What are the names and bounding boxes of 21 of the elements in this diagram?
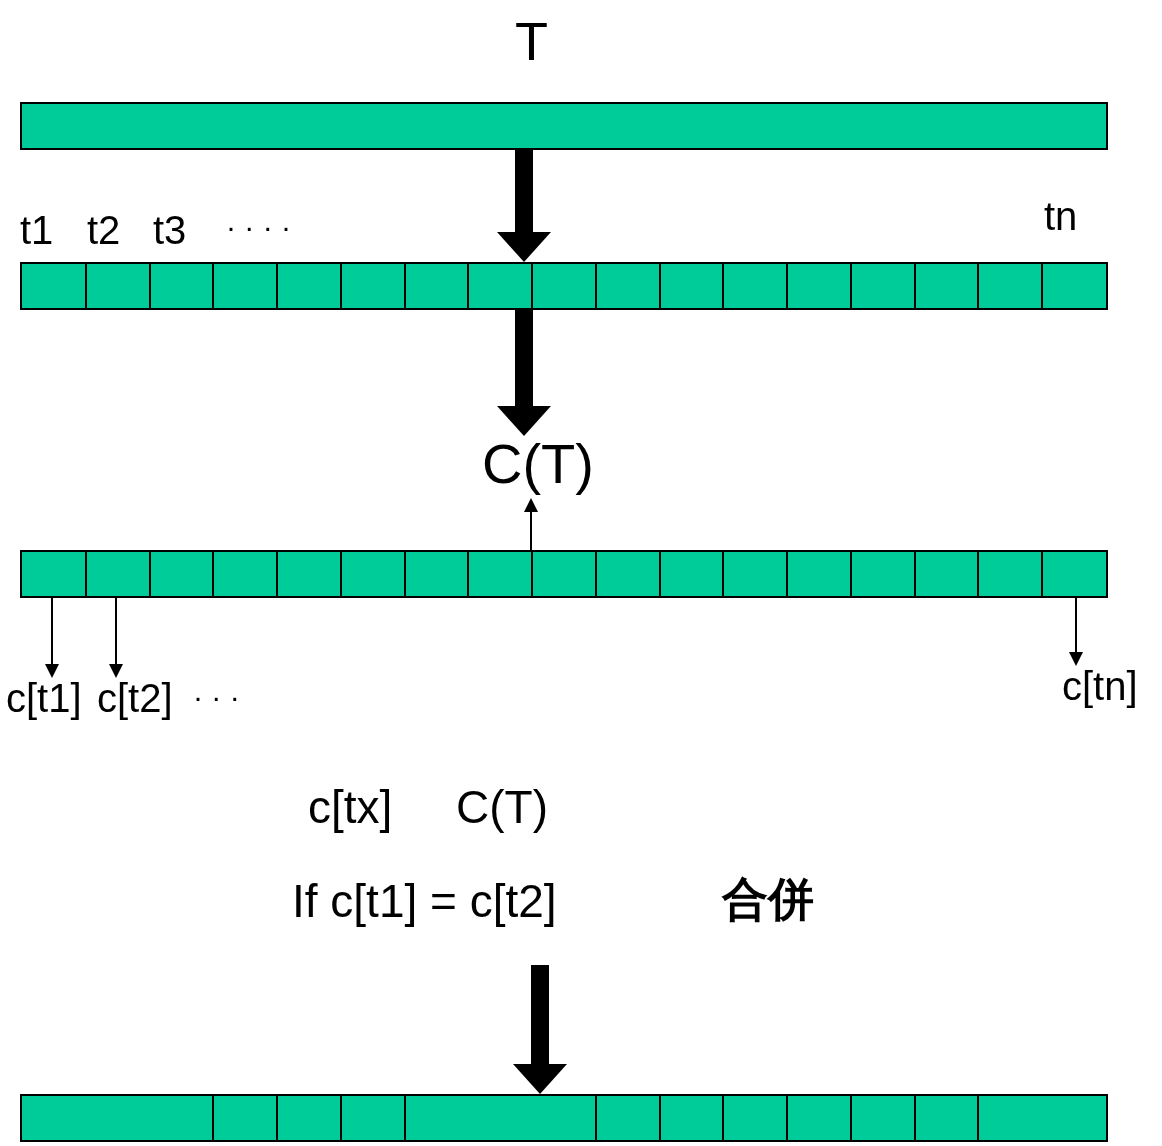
ellipsis: · · ·: [193, 682, 240, 712]
time-label: t3: [153, 210, 187, 250]
label-text: c[t1]: [6, 678, 82, 718]
time-label: t1: [20, 210, 54, 250]
time-label: t2: [87, 210, 121, 250]
arrow: [45, 597, 59, 678]
arrow: [513, 965, 567, 1094]
label-text: c[t2]: [97, 678, 173, 718]
arrow: [497, 310, 551, 436]
timeline-bar: [20, 550, 1108, 598]
timeline-bar: [20, 262, 1108, 310]
arrow: [1069, 597, 1083, 666]
time-label: tn: [1044, 196, 1078, 236]
merge-text: 合併: [722, 876, 814, 922]
label-text: c[tn]: [1062, 666, 1138, 706]
timeline-bar: [20, 1094, 1108, 1142]
arrow: [109, 597, 123, 678]
ellipsis: · · · ·: [226, 212, 291, 242]
timeline-title: T: [515, 14, 548, 68]
arrow: [524, 498, 538, 551]
arrow: [497, 150, 551, 262]
